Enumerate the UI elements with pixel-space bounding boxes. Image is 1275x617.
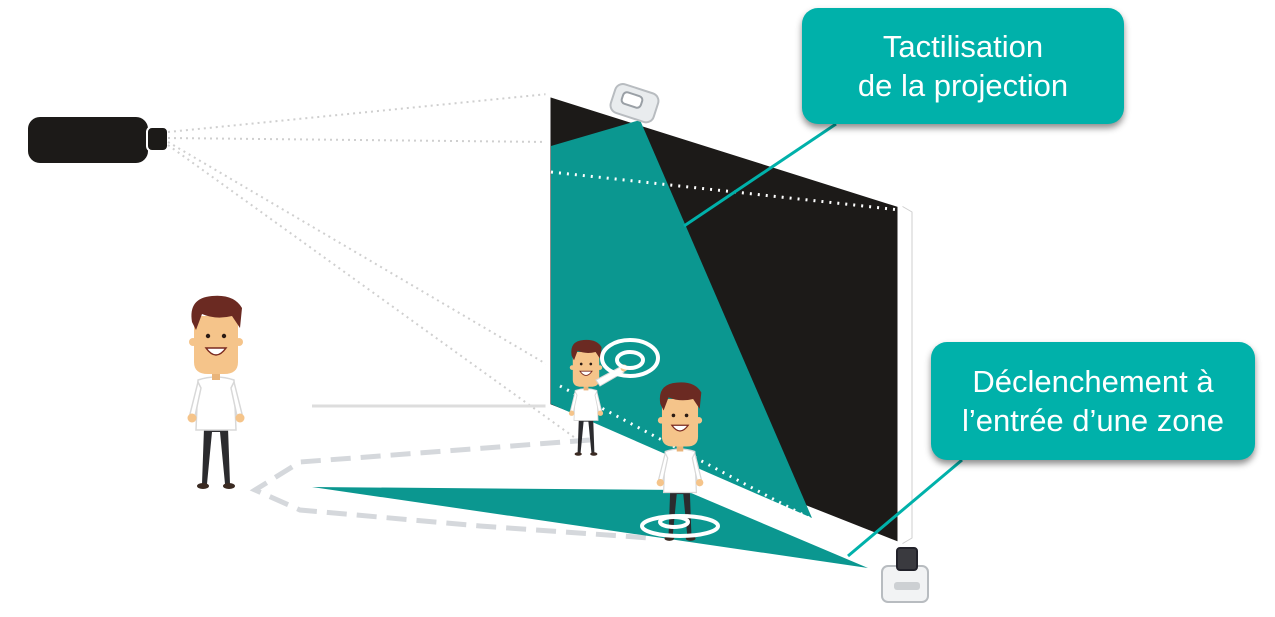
top-sensor-icon [609, 83, 660, 124]
lidar-sensor-icon [881, 547, 929, 603]
callout-zone-entry: Déclenchement à l’entrée d’une zone [931, 342, 1255, 460]
callout-zone-entry-line1: Déclenchement à [972, 364, 1214, 399]
callout-projection-touch-line2: de la projection [857, 68, 1069, 103]
floor-zone-outline [249, 437, 651, 541]
callout-zone-entry-line2: l’entrée d’une zone [962, 403, 1224, 438]
projection-beams [167, 93, 721, 467]
callout-projection-touch: Tactilisation de la projection [802, 8, 1124, 124]
projector-icon [26, 115, 169, 165]
callout-projection-touch-line1: Tactilisation [882, 29, 1044, 64]
callout-leader-projection [683, 122, 837, 228]
screen-projection-area [551, 120, 812, 518]
callout-leader-zone [847, 458, 963, 558]
touch-ripple-icon [600, 338, 660, 378]
floor-detection-zone [312, 487, 868, 568]
person-icon [186, 295, 246, 490]
floor-ripple-icon [640, 514, 720, 538]
